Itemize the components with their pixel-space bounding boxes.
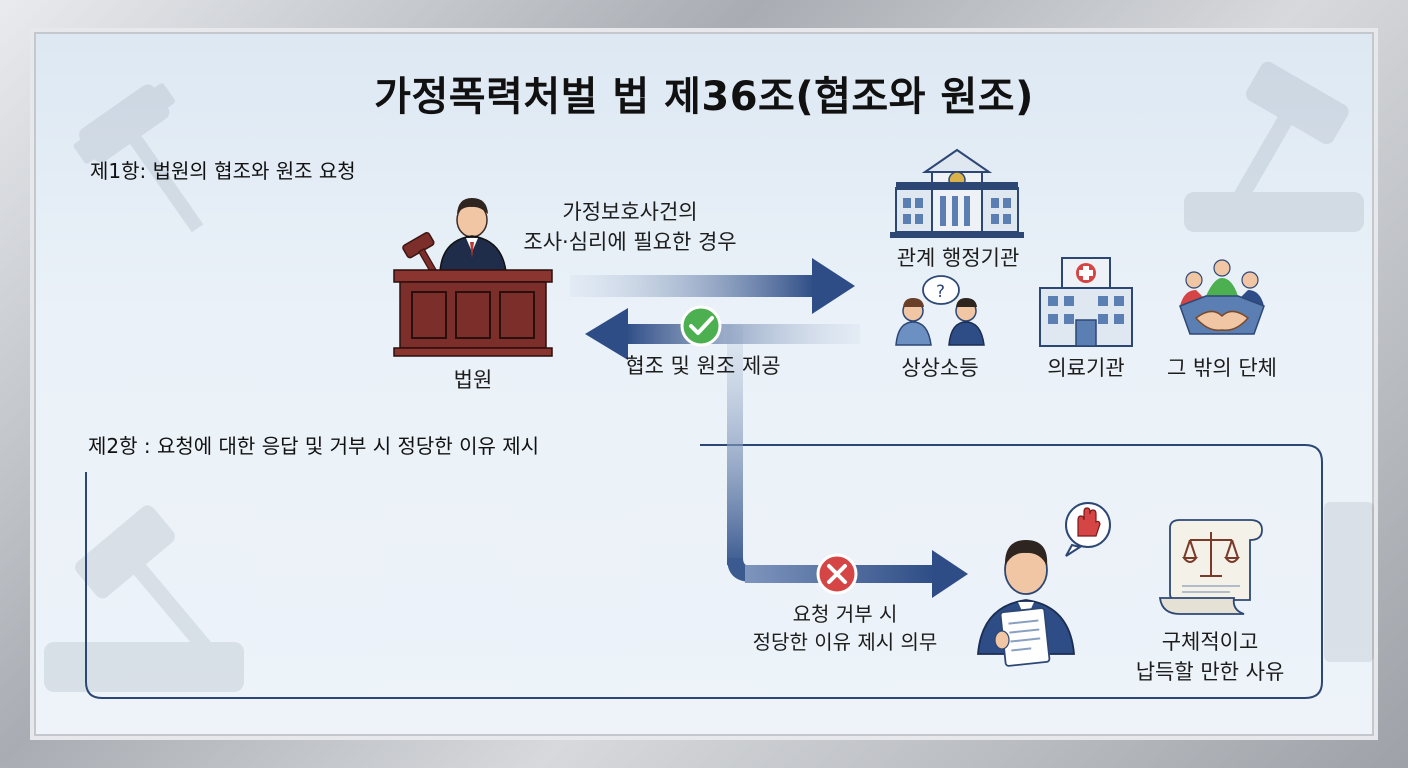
court-icon (393, 198, 553, 357)
request-arrow-label-line1: 가정보호사건의 (562, 200, 698, 224)
return-arrow-label: 협조 및 원조 제공 (625, 354, 781, 378)
court-label: 법원 (453, 368, 493, 392)
hospital-icon (1039, 257, 1133, 347)
section1-heading: 제1항: 법원의 협조와 원조 요청 (90, 159, 356, 183)
svg-text:?: ? (936, 282, 945, 302)
recipient-label-counseling: 상상소등 (901, 356, 979, 380)
refusal-label-line2: 정당한 이유 제시 의무 (752, 630, 938, 654)
section2-outline (85, 444, 1323, 699)
government-building-icon (890, 148, 1024, 238)
refusal-label-line1: 요청 거부 시 (792, 602, 898, 626)
page-title: 가정폭력처벌 법 제36조(협조와 원조) (374, 74, 1034, 120)
handshake-group-icon (1179, 259, 1265, 335)
request-arrow (570, 258, 855, 314)
cross-icon (816, 553, 858, 595)
document-scales-icon (1158, 519, 1263, 615)
request-arrow-label-line2: 조사·심리에 필요한 경우 (523, 230, 737, 254)
refusing-person-icon (977, 502, 1111, 667)
recipient-label-hospital: 의료기관 (1047, 356, 1125, 380)
reason-label-line2: 납득할 만한 사유 (1135, 660, 1285, 684)
recipient-label-other-groups: 그 밖의 단체 (1167, 356, 1277, 380)
check-icon (680, 305, 722, 347)
recipient-label-government: 관계 행정기관 (896, 246, 1020, 270)
counseling-people-icon: ? (895, 275, 985, 346)
reason-label-line1: 구체적이고 (1161, 630, 1259, 654)
section2-heading: 제2항 : 요청에 대한 응답 및 거부 시 정당한 이유 제시 (88, 434, 540, 458)
